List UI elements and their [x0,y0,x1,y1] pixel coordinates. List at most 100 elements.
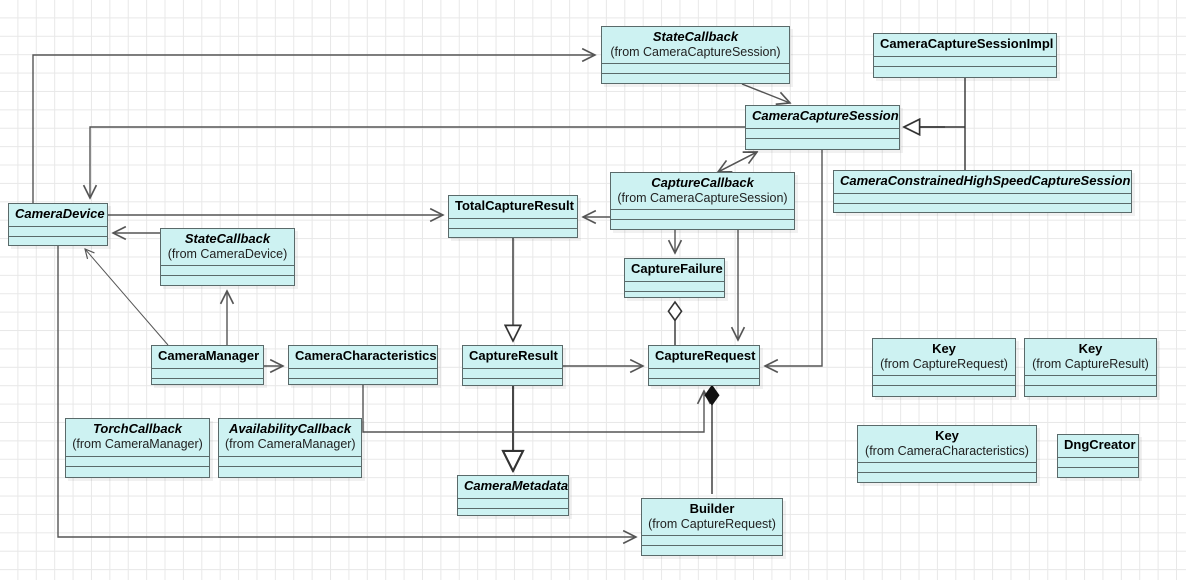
class-box-key-from-capture-result[interactable]: Key (from CaptureResult) [1024,338,1157,397]
class-header: Key (from CaptureRequest) [873,339,1015,375]
class-box-total-capture-result[interactable]: TotalCaptureResult [448,195,578,238]
edge-cameramanager-to-cameradevice [85,249,169,346]
class-name: Key [932,341,956,356]
attributes-compartment [642,534,782,545]
class-box-capture-failure[interactable]: CaptureFailure [624,258,725,298]
class-header: CameraCaptureSession [746,106,899,128]
class-box-state-callback-camera-device[interactable]: StateCallback (from CameraDevice) [160,228,295,286]
edge-cameracapturesession-to-capturecallback [718,151,758,172]
attributes-compartment [9,225,107,236]
class-header: DngCreator [1058,435,1138,457]
class-name: CameraDevice [15,206,105,221]
operations-compartment [9,235,107,247]
class-name: TotalCaptureResult [455,198,574,213]
operations-compartment [602,72,789,84]
class-box-key-from-camera-characteristics[interactable]: Key (from CameraCharacteristics) [857,425,1037,483]
class-name: CaptureRequest [655,348,756,363]
operations-compartment [625,290,724,302]
class-from: (from CameraCaptureSession) [610,44,781,59]
class-box-camera-constrained-high-speed-capture-session[interactable]: CameraConstrainedHighSpeedCaptureSession [833,170,1132,213]
operations-compartment [746,138,899,149]
class-box-capture-result[interactable]: CaptureResult [462,345,563,386]
class-header: TotalCaptureResult [449,196,577,218]
attributes-compartment [602,62,789,73]
class-box-camera-manager[interactable]: CameraManager [151,345,264,385]
attributes-compartment [463,367,562,378]
attributes-compartment [161,264,294,275]
class-header: CameraMetadata [458,476,568,498]
operations-compartment [463,377,562,389]
operations-compartment [1025,385,1156,396]
attributes-compartment [1025,375,1156,385]
class-header: CaptureResult [463,346,562,368]
operations-compartment [161,274,294,286]
attributes-compartment [152,367,263,378]
class-box-camera-characteristics[interactable]: CameraCharacteristics [288,345,438,385]
class-name: CaptureResult [469,348,558,363]
operations-compartment [649,377,759,389]
attributes-compartment [834,192,1131,203]
operations-compartment [289,377,437,389]
attributes-compartment [746,128,899,138]
attributes-compartment [625,280,724,291]
class-box-camera-device[interactable]: CameraDevice [8,203,108,246]
attributes-compartment [858,461,1036,472]
class-header: CaptureRequest [649,346,759,368]
class-name: StateCallback [652,29,739,44]
class-from: (from CaptureRequest) [880,356,1008,371]
class-name: Builder [689,501,735,516]
class-from: (from CameraCharacteristics) [865,443,1029,458]
operations-compartment [219,466,361,477]
class-box-capture-request[interactable]: CaptureRequest [648,345,760,386]
class-name: CaptureCallback [651,175,754,190]
class-box-availability-callback[interactable]: AvailabilityCallback (from CameraManager… [218,418,362,478]
class-name: CameraCharacteristics [295,348,437,363]
class-box-state-callback-camera-capture-session[interactable]: StateCallback (from CameraCaptureSession… [601,26,790,84]
class-from: (from CameraManager) [72,436,203,451]
operations-compartment [874,66,1056,77]
class-box-camera-capture-session-impl[interactable]: CameraCaptureSessionImpl [873,33,1057,78]
attributes-compartment [873,375,1015,385]
operations-compartment [873,385,1015,396]
class-from: (from CameraCaptureSession) [617,190,788,205]
class-name: AvailabilityCallback [228,421,352,436]
operations-compartment [66,466,209,477]
class-name: StateCallback [184,231,271,246]
class-box-key-from-capture-request[interactable]: Key (from CaptureRequest) [872,338,1016,397]
edge-cameracharacteristics-to-capturerequest [362,385,704,433]
class-box-capture-callback[interactable]: CaptureCallback (from CameraCaptureSessi… [610,172,795,230]
class-header: CameraCharacteristics [289,346,437,368]
attributes-compartment [611,208,794,219]
class-box-camera-capture-session[interactable]: CameraCaptureSession [745,105,900,150]
attributes-compartment [1058,456,1138,467]
class-header: Key (from CaptureResult) [1025,339,1156,375]
class-box-builder[interactable]: Builder (from CaptureRequest) [641,498,783,556]
operations-compartment [1058,466,1138,478]
class-box-camera-metadata[interactable]: CameraMetadata [457,475,569,516]
class-header: TorchCallback (from CameraManager) [66,419,209,455]
class-header: CaptureFailure [625,259,724,281]
operations-compartment [152,377,263,389]
edge-capturecallback-to-cameracapturesession [717,152,757,173]
class-header: StateCallback (from CameraCaptureSession… [602,27,789,63]
class-header: CameraDevice [9,204,107,226]
operations-compartment [449,227,577,239]
operations-compartment [642,544,782,556]
class-name: Key [935,428,959,443]
class-from: (from CameraDevice) [167,246,288,261]
class-name: CameraConstrainedHighSpeedCaptureSession [840,173,1131,188]
class-header: CaptureCallback (from CameraCaptureSessi… [611,173,794,209]
class-name: Key [1078,341,1103,356]
class-name: CameraCaptureSessionImpl [880,36,1054,51]
class-box-torch-callback[interactable]: TorchCallback (from CameraManager) [65,418,210,478]
class-name: CameraManager [158,348,260,363]
class-box-dng-creator[interactable]: DngCreator [1057,434,1139,478]
operations-compartment [834,202,1131,214]
class-name: TorchCallback [92,421,183,436]
edge-cameradevice-to-statecallback-ccs [32,55,595,203]
class-name: CameraCaptureSession [752,108,899,123]
attributes-compartment [219,456,361,466]
attributes-compartment [458,497,568,508]
